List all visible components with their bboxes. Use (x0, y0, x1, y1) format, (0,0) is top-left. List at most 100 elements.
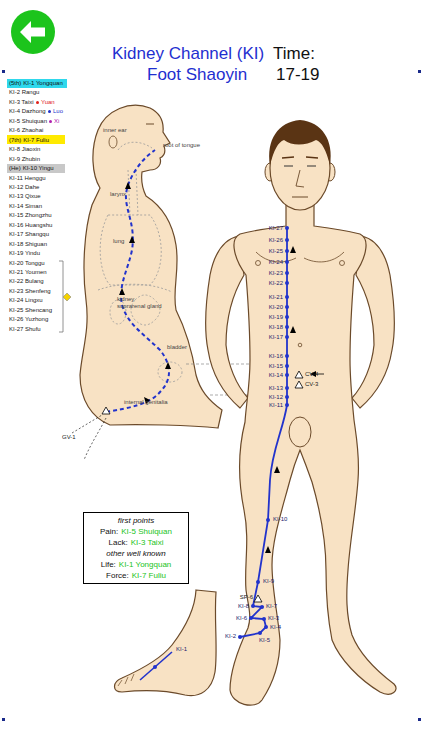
acupoint-dot (285, 305, 289, 309)
point-list-item: KI-5 Shuiquan (9, 118, 47, 124)
point-label: KI-14 (269, 372, 283, 378)
subtitle: Foot Shaoyin (147, 66, 247, 83)
point-list-item: KI-14 Siman (9, 203, 42, 209)
point-label: KI-17 (269, 334, 283, 340)
flow-arrow (129, 236, 135, 243)
front-body (230, 200, 396, 705)
point-list-item: KI-8 Jiaoxin (9, 146, 40, 152)
point-label: KI-5 (259, 637, 270, 643)
list-bracket (59, 261, 63, 332)
point-label: KI-8 (238, 603, 249, 609)
time-label: Time: (273, 45, 315, 62)
cv-marker (295, 371, 303, 378)
point-list-item: KI-20 Tonggu (9, 260, 45, 266)
point-list-item: KI-1 Yongquan (23, 80, 62, 86)
acupoint-dot (262, 617, 266, 621)
side-body (80, 105, 222, 428)
point-label: KI-19 (269, 314, 283, 320)
point-label: KI-13 (269, 385, 283, 391)
side-ear (109, 136, 117, 148)
corner-mark (418, 70, 421, 73)
acupoint-dot (266, 518, 270, 522)
box-point: KI-3 Taixi (131, 539, 164, 547)
point-label: KI-18 (269, 324, 283, 330)
highlight-band: (He)KI-10 Yingu (7, 164, 65, 173)
point-list-item: KI-7 Fuliu (23, 137, 49, 143)
point-label: KI-24 (269, 259, 283, 265)
point-list-item: KI-19 Yindu (9, 250, 40, 256)
point-list-item: KI-2 Rangu (9, 89, 39, 95)
acupoint-dot (256, 580, 260, 584)
acupoint-dot (285, 271, 289, 275)
point-category: Xi (54, 118, 59, 124)
acupoint-dot (249, 616, 253, 620)
flow-arrow (274, 466, 280, 473)
channel-line (240, 228, 287, 637)
point-order: (He) (9, 165, 21, 171)
nipple (340, 261, 345, 266)
gv1-leader (84, 418, 106, 460)
back-arrow (20, 21, 45, 43)
point-label: KI-21 (269, 294, 283, 300)
point-label: SP-6 (240, 594, 253, 600)
mouth-outline (118, 142, 152, 150)
point-label: GV-1 (62, 434, 76, 440)
point-list-item: KI-12 Dahe (9, 184, 39, 190)
flow-arrow (125, 182, 131, 189)
point-list-item: KI-9 Zhubin (9, 156, 40, 162)
point-label: KI-26 (269, 237, 283, 243)
back-button (11, 10, 55, 54)
point-label: KI-7 (266, 603, 277, 609)
point-list-item: KI-4 Dazhong (9, 108, 46, 114)
box-point: KI-5 Shuiquan (121, 528, 172, 536)
box-key: Force: (106, 572, 129, 580)
corner-mark (2, 718, 5, 721)
acupoint-dot (285, 295, 289, 299)
point-label: KI-9 (263, 578, 274, 584)
point-label: CV-3 (305, 381, 318, 387)
acupoint-dot (285, 281, 289, 285)
acupoint-dot (285, 260, 289, 264)
cv-marker (295, 381, 303, 388)
text-row: Force:KI-7 Fuliu (87, 570, 185, 581)
point-label: KI-1 (176, 646, 187, 652)
point-list-item: KI-11 Henggu (9, 175, 46, 181)
eyes (284, 165, 316, 166)
trachea-outline (128, 170, 138, 215)
text-row: other well known (87, 548, 185, 559)
anatomy-label: internal genitalia (124, 399, 168, 405)
gv1-leader (72, 415, 102, 433)
flow-arrows (265, 246, 316, 553)
intestine-outline (131, 295, 160, 325)
acupoint-dot (285, 335, 289, 339)
point-list-item: KI-22 Bulang (9, 278, 44, 284)
point-list-item: KI-27 Shufu (9, 326, 41, 332)
point-label: KI-3 (268, 615, 279, 621)
point-category: Yuan (41, 99, 55, 105)
point-order: (7th) (9, 137, 21, 143)
flow-arrow (119, 288, 125, 295)
acupoint-dot (264, 625, 268, 629)
acupoint-dot (251, 604, 255, 608)
key-points-box: first pointsPain:KI-5 ShuiquanLack:KI-3 … (83, 512, 189, 584)
bracket-diamond (63, 293, 71, 301)
point-list-item: KI-3 Taixi (9, 99, 34, 105)
navel (298, 343, 302, 347)
point-label: KI-20 (269, 304, 283, 310)
acupoint-dot (285, 354, 289, 358)
text-row: Lack:KI-3 Taixi (87, 537, 185, 548)
hair (269, 120, 331, 165)
point-list-item: KI-10 Yingu (23, 165, 54, 171)
bullet-dot (48, 110, 51, 113)
acupoint-dot (285, 395, 289, 399)
point-list-item: KI-26 Yuzhong (9, 316, 48, 322)
nose (296, 170, 304, 187)
acupoint-dot (285, 249, 289, 253)
anatomy-label: bladder (167, 344, 187, 350)
eyebrows (282, 157, 318, 158)
point-list-item: KI-6 Zhaohai (9, 127, 43, 133)
nipple (256, 261, 261, 266)
point-label: KI-12 (269, 394, 283, 400)
acupoint-dot (285, 373, 289, 377)
